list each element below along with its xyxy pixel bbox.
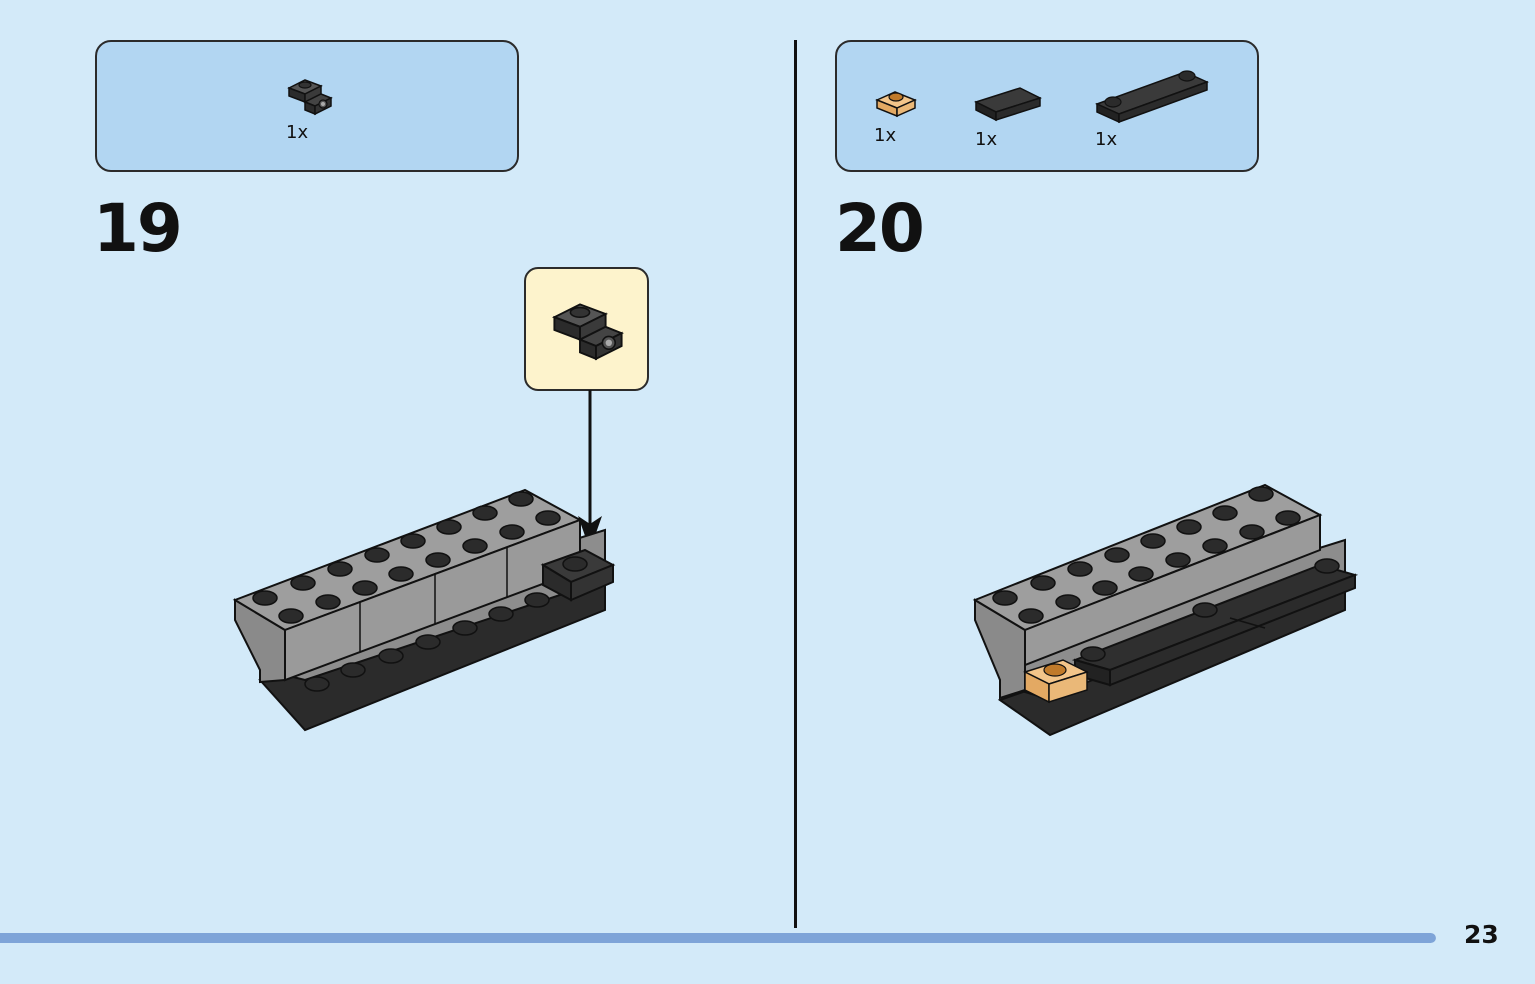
part-qty: 1x — [975, 129, 998, 150]
parts-box-step-19: 1x — [95, 40, 519, 172]
progress-bar — [0, 933, 1436, 943]
step-20-model-illustration — [972, 483, 1359, 737]
black-plate-1x4-icon — [1095, 70, 1209, 124]
progress-fill — [0, 933, 1436, 943]
part-qty: 1x — [874, 125, 897, 146]
step-19-model-illustration — [232, 488, 616, 732]
callout-box — [524, 267, 649, 391]
step-divider — [794, 40, 797, 928]
placement-arrow — [578, 390, 602, 550]
black-bracket-brick-icon — [552, 303, 624, 361]
part-qty: 1x — [1095, 129, 1118, 150]
step-number: 19 — [93, 190, 183, 267]
part-qty: 1x — [286, 122, 309, 143]
tan-transparent-round-plate-icon — [875, 91, 917, 118]
black-tile-1x2-icon — [974, 87, 1042, 122]
parts-box-step-20: 1x 1x 1x — [835, 40, 1259, 172]
step-number: 20 — [835, 190, 925, 267]
page-number: 23 — [1464, 920, 1499, 949]
black-bracket-brick-icon — [287, 79, 333, 116]
